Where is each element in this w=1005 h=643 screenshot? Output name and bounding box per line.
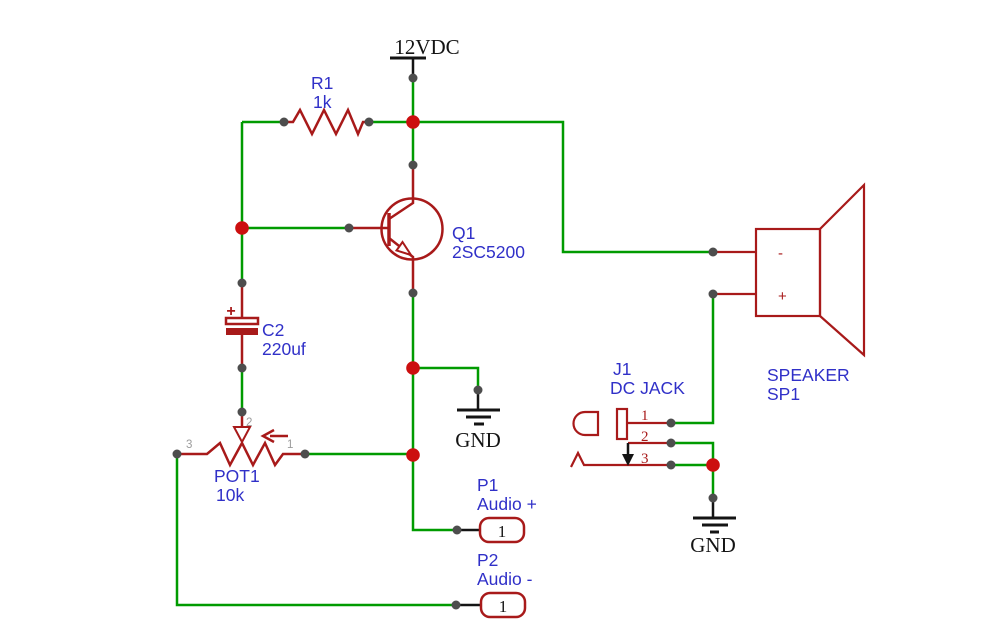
jack-pin3-lead: [570, 450, 671, 468]
junction-dots: [235, 115, 720, 472]
speaker-minus-mark: -: [778, 245, 783, 262]
capacitor-c2: + C2 220uf: [224, 283, 306, 368]
r1-value-label: 1k: [313, 92, 332, 112]
transistor-collector: [388, 165, 415, 221]
pot-adjust-arrow-head: [260, 428, 275, 444]
p2-ref-label: P2: [477, 550, 498, 570]
p1-pad-number: 1: [498, 522, 507, 541]
gnd1-label: GND: [455, 428, 501, 452]
pin-dot: [172, 449, 182, 459]
pinhead-p1: 1 P1 Audio +: [457, 475, 537, 544]
pin-dot: [364, 117, 374, 127]
j1-ref-label: J1: [613, 359, 631, 379]
jack-pin1-number: 1: [641, 408, 649, 424]
pin-dot: [666, 418, 676, 428]
wire-segment: [369, 120, 713, 254]
gnd2-label: GND: [690, 533, 736, 557]
speaker-box: [754, 227, 822, 318]
pin-dot: [408, 160, 418, 170]
wires: [175, 78, 715, 607]
pin-dot: [473, 385, 483, 395]
wire-segment: [411, 293, 457, 532]
pin-dot: [237, 363, 247, 373]
power-supply-12vdc: 12VDC: [390, 35, 460, 78]
p2-pad-box: [479, 591, 527, 619]
cap-plus-mark: +: [226, 303, 235, 320]
pin-dot: [279, 117, 289, 127]
p1-ref-label: P1: [477, 475, 498, 495]
potentiometer-pot1: 3 2 1 POT1 10k: [177, 412, 305, 505]
junction-dot: [235, 221, 249, 235]
ground-symbol-1: GND: [455, 390, 501, 452]
junction-dot: [406, 361, 420, 375]
pot1-value-label: 10k: [216, 485, 244, 505]
jack-barrel: [572, 410, 600, 437]
c2-ref-label: C2: [262, 320, 284, 340]
pin-dot: [708, 247, 718, 257]
pin-dot: [452, 525, 462, 535]
pin-dot: [237, 407, 247, 417]
resistor-r1: R1 1k: [284, 73, 369, 138]
q1-ref-label: Q1: [452, 223, 475, 243]
sp1-value-label: SP1: [767, 384, 800, 404]
transistor-q1: Q1 2SC5200: [349, 165, 525, 293]
transistor-emitter: [388, 237, 415, 293]
jack-switch-arrow-head: [622, 454, 634, 466]
pin-dot: [708, 289, 718, 299]
wire-segment: [671, 441, 715, 465]
c2-value-label: 220uf: [262, 339, 306, 359]
junction-dot: [406, 115, 420, 129]
pot-pin1-number: 1: [287, 439, 293, 451]
pot-wiper-arrow: [232, 426, 252, 445]
ground-symbol-2: GND: [690, 498, 736, 557]
sp1-ref-label: SPEAKER: [767, 365, 850, 385]
speaker-horn: [818, 182, 866, 358]
jack-contact: [615, 407, 629, 441]
pin-dot: [708, 493, 718, 503]
junction-dot: [706, 458, 720, 472]
j1-value-label: DC JACK: [610, 378, 685, 398]
pin-dot: [344, 223, 354, 233]
pin-dot: [408, 288, 418, 298]
junction-dot: [406, 448, 420, 462]
pin-dot: [666, 438, 676, 448]
pin-dot: [666, 460, 676, 470]
p1-pad-box: [478, 516, 526, 544]
pin-dot: [237, 278, 247, 288]
resistor-body: [284, 106, 369, 138]
wire-segment: [671, 294, 715, 425]
p1-value-label: Audio +: [477, 494, 537, 514]
pin-dots: [172, 73, 718, 610]
pin-dot: [408, 73, 418, 83]
dc-jack-j1: 1 2 3 J1 DC JACK: [570, 359, 685, 468]
q1-value-label: 2SC5200: [452, 242, 525, 262]
speaker-plus-mark: +: [778, 288, 787, 305]
pot-body: [177, 440, 305, 468]
r1-ref-label: R1: [311, 73, 333, 93]
pin-dot: [451, 600, 461, 610]
cap-top-plate: [224, 316, 260, 326]
jack-pin2-number: 2: [641, 429, 649, 445]
pot1-ref-label: POT1: [214, 466, 260, 486]
wire-segment: [413, 366, 480, 390]
jack-pin3-number: 3: [641, 451, 649, 467]
speaker-sp1: - + SPEAKER SP1: [713, 182, 866, 404]
pot-pin3-number: 3: [186, 439, 192, 451]
pot-pin2-number: 2: [246, 417, 252, 429]
pin-dot: [300, 449, 310, 459]
power-net-label: 12VDC: [394, 35, 459, 59]
wire-segment: [175, 454, 456, 607]
pinhead-p2: 1 P2 Audio -: [456, 550, 533, 619]
cap-bottom-plate: [226, 328, 258, 335]
p2-pad-number: 1: [499, 597, 508, 616]
emitter-arrow: [394, 240, 414, 257]
p2-value-label: Audio -: [477, 569, 533, 589]
